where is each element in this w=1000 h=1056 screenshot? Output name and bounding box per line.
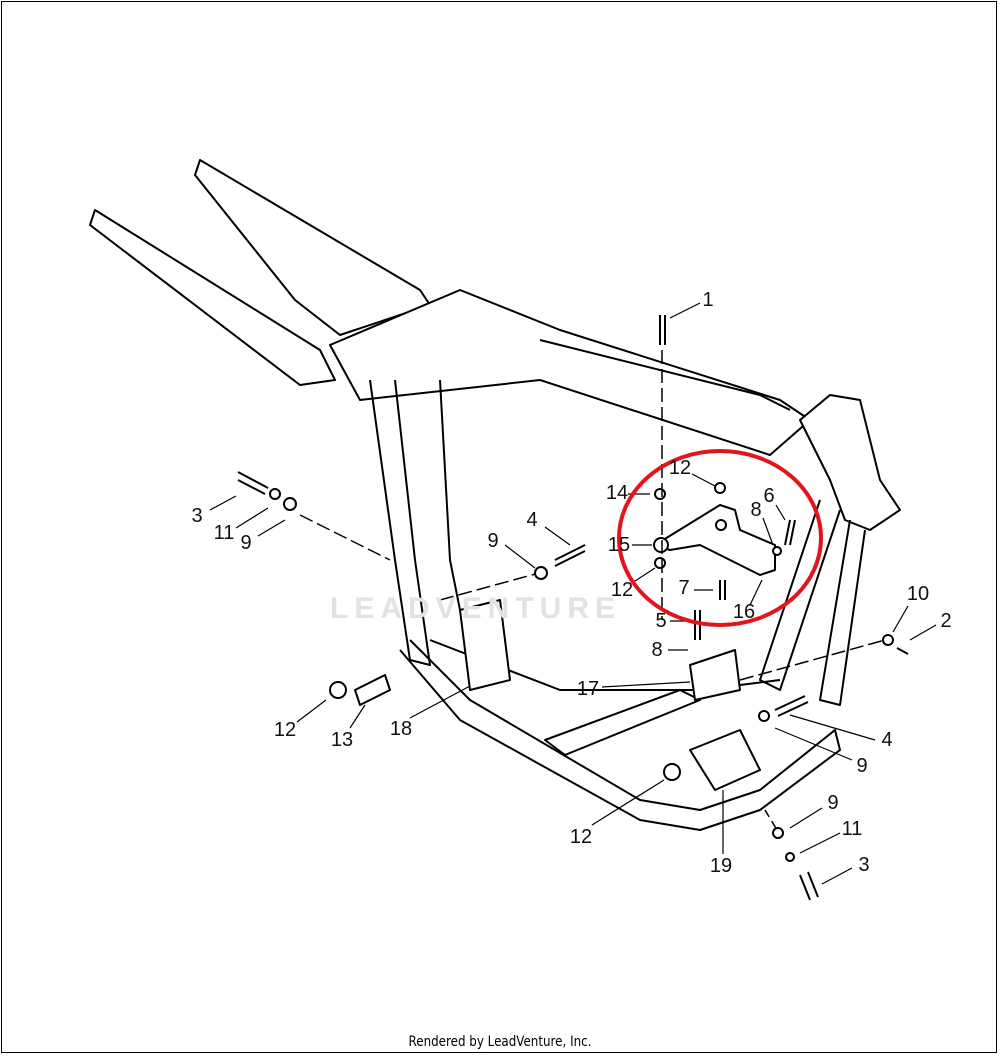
callout-9: 9: [827, 792, 839, 814]
callout-15: 15: [607, 534, 631, 556]
callout-1: 1: [702, 289, 714, 311]
callout-14: 14: [605, 482, 629, 504]
callout-18: 18: [389, 718, 413, 740]
callout-12: 12: [273, 719, 297, 741]
callout-8: 8: [750, 499, 762, 521]
callout-16: 16: [732, 601, 756, 623]
highlight-circle: [617, 449, 823, 627]
callout-3: 3: [858, 854, 870, 876]
callout-6: 6: [763, 485, 775, 507]
watermark-logo: LEADVENTURE: [330, 592, 622, 625]
callout-2: 2: [940, 610, 952, 632]
callout-9: 9: [856, 755, 868, 777]
callout-12: 12: [610, 579, 634, 601]
callout-11: 11: [213, 522, 235, 544]
callout-12: 12: [569, 826, 593, 848]
callout-11: 11: [841, 818, 863, 840]
callout-7: 7: [678, 577, 690, 599]
callout-17: 17: [576, 678, 600, 700]
footer-credit: Rendered by LeadVenture, Inc.: [408, 1034, 592, 1050]
callout-8: 8: [651, 639, 663, 661]
callout-13: 13: [330, 729, 354, 751]
callout-3: 3: [191, 505, 203, 527]
callout-5: 5: [655, 610, 667, 632]
callout-12: 12: [668, 457, 692, 479]
callout-10: 10: [906, 583, 930, 605]
callout-9: 9: [240, 532, 252, 554]
callout-19: 19: [709, 855, 733, 877]
callout-4: 4: [881, 729, 893, 751]
callout-9: 9: [487, 530, 499, 552]
callout-4: 4: [526, 509, 538, 531]
